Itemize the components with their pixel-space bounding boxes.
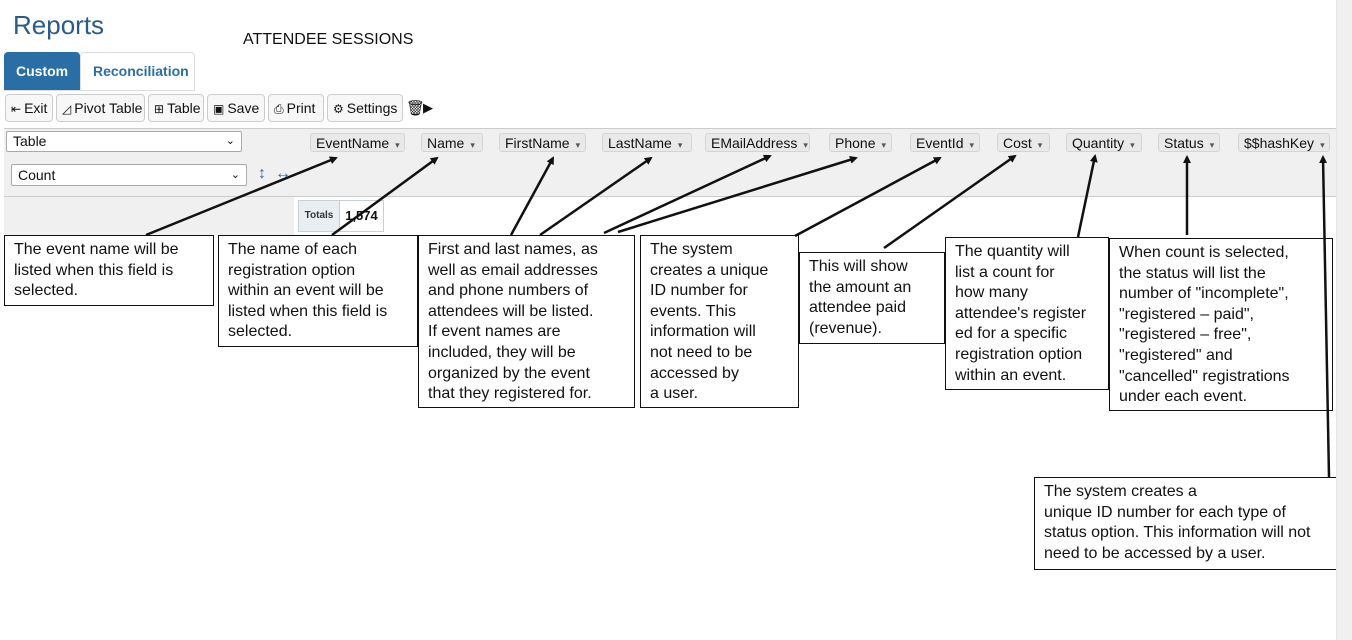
annotation-quantity: The quantity will list a count for how m… [945,237,1109,390]
arrow-hashkey [1319,155,1331,478]
print-label: Print [286,100,316,116]
arrow-lastname [539,156,653,237]
chevron-down-icon: ⌄ [225,135,235,147]
arrow-phone [617,155,858,234]
tab-divider [4,90,195,91]
field-chip[interactable]: Phone ▾ [829,133,892,152]
annotation-cost: This will show the amount an attendee pa… [799,252,945,344]
page-title: Reports [13,10,105,40]
row-area [4,197,294,235]
arrow-email [603,154,772,235]
aggregator-select[interactable]: Count ⌄ [11,164,247,186]
arrow-eventname [145,156,338,237]
printer-icon: ⎙ [274,102,284,116]
print-button[interactable]: ⎙Print [268,94,324,122]
exit-label: Exit [24,100,48,116]
field-chip-label: Status [1164,135,1204,151]
trash-icon[interactable]: 🗑 [406,100,426,117]
field-chip-label: Cost [1003,135,1032,151]
field-chip[interactable]: LastName ▾ [602,133,692,152]
table-icon: ⊞ [154,102,165,116]
field-chip-label: FirstName [505,135,570,151]
column-fields-area [294,157,1338,197]
sort-rows-icon[interactable]: ↕ [258,165,266,182]
field-chip-label: Phone [835,135,876,151]
caret-down-icon[interactable]: ▾ [803,140,808,150]
settings-label: Settings [346,100,398,116]
field-chip[interactable]: EventName ▾ [310,133,405,152]
pivot-table-button[interactable]: ◿Pivot Table [56,94,145,122]
settings-button[interactable]: ⚙Settings [327,94,403,122]
field-chip[interactable]: Cost ▾ [997,133,1050,152]
vertical-scrollbar[interactable] [1336,0,1352,640]
save-label: Save [227,100,260,116]
field-chip[interactable]: EventId ▾ [910,133,980,152]
play-icon[interactable]: ▶ [423,100,433,115]
exit-icon: ⇤ [11,102,22,116]
field-chip-label: Quantity [1072,135,1125,151]
arrow-cost [883,154,1017,250]
caret-down-icon[interactable]: ▾ [470,140,475,150]
field-chip-label: EventId [916,135,964,151]
annotation-name: The name of each registration option wit… [218,235,418,347]
aggregator-select-value: Count [18,167,56,183]
caret-down-icon[interactable]: ▾ [881,140,887,150]
field-chip[interactable]: FirstName ▾ [499,133,586,152]
totals-value: 1,574 [339,200,384,232]
caret-down-icon[interactable]: ▾ [1209,140,1215,150]
field-chip[interactable]: Status ▾ [1158,133,1220,152]
gear-icon: ⚙ [333,102,344,116]
table-label: Table [167,100,201,116]
field-chip[interactable]: Name ▾ [421,133,483,152]
floppy-disk-icon: ▣ [213,102,225,116]
area-chart-icon: ◿ [62,102,72,116]
caret-down-icon[interactable]: ▾ [969,140,975,150]
caret-down-icon[interactable]: ▾ [1130,140,1135,150]
annotation-event-name: The event name will be listed when this … [4,235,214,306]
caret-down-icon[interactable]: ▾ [1320,140,1325,150]
annotation-hashkey: The system creates a unique ID number fo… [1034,477,1338,570]
caret-down-icon[interactable]: ▾ [1037,140,1043,150]
field-chip[interactable]: Quantity ▾ [1066,133,1142,152]
table-button[interactable]: ⊞Table [148,94,204,122]
field-chip-label: EventName [316,135,390,151]
field-chip-label: $$hashKey [1244,135,1315,151]
tab-reconciliation[interactable]: Reconciliation [80,52,195,90]
arrow-name [331,156,439,237]
arrow-firstname [509,156,555,236]
annotation-first-last-names: First and last names, as well as email a… [418,235,635,408]
field-chip-label: Name [427,135,465,151]
annotation-event-id: The system creates a unique ID number fo… [640,235,799,408]
field-chip-label: LastName [608,135,672,151]
field-chip[interactable]: $$hashKey ▾ [1238,133,1330,152]
tab-custom[interactable]: Custom [4,52,80,90]
annotation-status: When count is selected, the status will … [1109,238,1333,411]
arrow-eventid [794,156,942,238]
pivot-table-label: Pivot Table [74,100,143,116]
save-button[interactable]: ▣Save [207,94,265,122]
field-chip[interactable]: EMailAddress ▾ [705,133,810,152]
renderer-select[interactable]: Table ⌄ [6,131,242,152]
field-chip-label: EMailAddress [711,135,798,151]
caret-down-icon[interactable]: ▾ [395,140,400,150]
document-title: ATTENDEE SESSIONS [243,31,414,48]
arrow-quantity [1076,154,1098,238]
exit-button[interactable]: ⇤Exit [5,94,53,122]
chevron-down-icon: ⌄ [230,169,240,181]
renderer-select-value: Table [13,133,47,149]
caret-down-icon[interactable]: ▾ [575,140,581,150]
caret-down-icon[interactable]: ▾ [677,140,683,150]
